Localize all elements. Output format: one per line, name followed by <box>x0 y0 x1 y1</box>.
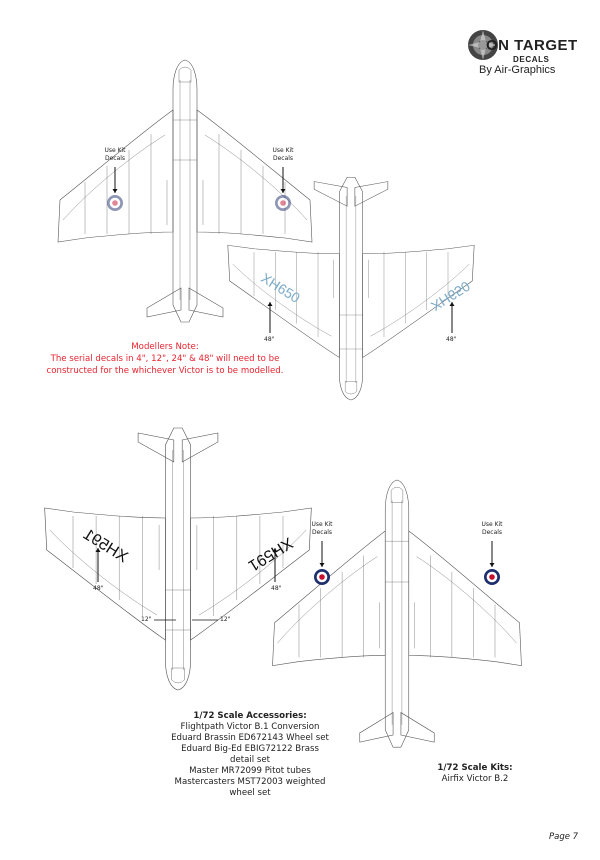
note-line: The serial decals in 4", 12", 24" & 48" … <box>50 354 280 364</box>
note-title: Modellers Note: <box>131 342 199 352</box>
victor-upper-view-1 <box>57 59 313 323</box>
accessory-item: Flightpath Victor B.1 Conversion <box>180 722 320 732</box>
tailplane <box>354 181 389 207</box>
measure-label: 12" <box>220 616 231 623</box>
note-line: constructed for the whichever Victor is … <box>46 366 284 376</box>
wing <box>196 109 313 243</box>
tailplane <box>181 432 219 463</box>
pointer-arrow-icon <box>449 302 455 333</box>
fuselage <box>172 59 198 323</box>
kit-item: Airfix Victor B.2 <box>441 774 509 784</box>
pointer-arrow-icon <box>272 548 278 582</box>
logo-subtitle: DECALS <box>513 55 550 64</box>
roundel-icon <box>484 569 500 585</box>
victor-upper-view-2 <box>272 479 522 748</box>
pointer-arrow-icon <box>112 167 118 193</box>
victor-underside-xh591 <box>44 427 312 691</box>
pointer-arrow-icon <box>267 302 273 333</box>
kits-list: 1/72 Scale Kits: Airfix Victor B.2 <box>420 763 530 785</box>
use-kit-decals-label: Use Kit Decals <box>104 147 126 162</box>
accessory-item: Mastercasters MST72003 weighted <box>174 777 326 787</box>
fuselage <box>384 479 410 748</box>
measure-label: 48" <box>93 585 104 592</box>
use-kit-decals-label: Use Kit Decals <box>481 521 503 536</box>
measure-label: 48" <box>446 336 457 343</box>
roundel-icon <box>275 195 291 211</box>
kits-title: 1/72 Scale Kits: <box>437 763 513 773</box>
accessory-item: Master MR72099 Pitot tubes <box>189 766 311 776</box>
measure-label: 48" <box>271 585 282 592</box>
tailplane <box>400 712 435 743</box>
logo-byline: By Air-Graphics <box>479 64 556 76</box>
accessory-item: detail set <box>229 755 271 765</box>
fuselage <box>339 177 363 401</box>
logo: ON TARGET DECALS By Air-Graphics <box>466 24 586 80</box>
tailplane <box>146 287 182 318</box>
measure-label: 48" <box>264 336 275 343</box>
wing <box>408 530 522 666</box>
wing <box>272 530 386 666</box>
use-kit-decals-label: Use Kit Decals <box>311 521 333 536</box>
tailplane <box>188 287 224 318</box>
pointer-arrow-icon <box>319 541 325 567</box>
measure-label: 12" <box>141 616 152 623</box>
accessory-item: Eduard Big-Ed EBIG72122 Brass <box>181 744 319 754</box>
wing <box>227 245 340 358</box>
wing <box>57 109 174 243</box>
roundel-icon <box>314 569 330 585</box>
accessories-list: 1/72 Scale Accessories: Flightpath Victo… <box>150 711 350 799</box>
accessory-item: wheel set <box>229 788 271 798</box>
pointer-arrow-icon <box>489 541 495 567</box>
pointer-arrow-icon <box>95 548 101 582</box>
wing <box>190 507 312 641</box>
victor-underside-xh650 <box>227 177 475 401</box>
target-logo-icon <box>468 30 498 60</box>
serial-marking: XH650 <box>258 270 303 306</box>
tailplane <box>137 432 175 463</box>
fuselage <box>165 427 191 691</box>
accessories-title: 1/72 Scale Accessories: <box>193 711 307 721</box>
modellers-note: Modellers Note: The serial decals in 4",… <box>20 341 310 377</box>
serial-marking: XH650 <box>428 278 473 314</box>
page-number: Page 7 <box>549 832 579 842</box>
accessory-item: Eduard Brassin ED672143 Wheel set <box>171 733 329 743</box>
wing <box>44 507 166 641</box>
pointer-arrow-icon <box>280 167 286 193</box>
logo-title: ON TARGET <box>486 37 578 54</box>
tailplane <box>313 181 348 207</box>
roundel-icon <box>107 195 123 211</box>
wing <box>362 245 475 358</box>
use-kit-decals-label: Use Kit Decals <box>272 147 294 162</box>
tailplane <box>359 712 394 743</box>
serial-marking: XH591 <box>80 526 131 566</box>
serial-marking: XH591 <box>245 534 296 574</box>
